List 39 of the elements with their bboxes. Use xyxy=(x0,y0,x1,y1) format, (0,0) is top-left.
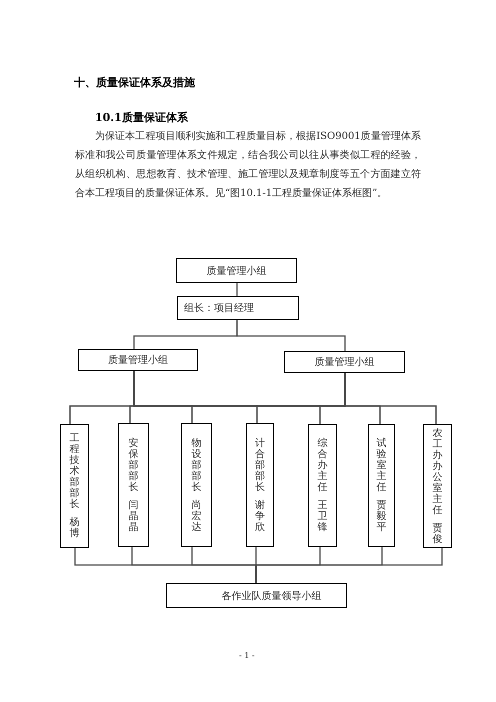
position-title: 试验室主任 xyxy=(376,438,386,493)
position-title: 计合部部长 xyxy=(255,438,265,492)
connector-line xyxy=(255,548,443,583)
position-title: 物设部部长 xyxy=(192,438,202,492)
body-paragraph: 为保证本工程项目顺利实施和工程质量目标，根据ISO9001质量管理体系标准和我公司质量管理体系文件规定，结合我公司以往从事类似工程的经验，从组织机构、思想教育、技术管理、施工管理以及规章制度等五个方面建立符合本工程项目的质量保证体系。见“图10.1-1工程质量保证体系框图”。 xyxy=(75,130,421,201)
org-box xyxy=(166,583,347,608)
person-name: 谢争欣 xyxy=(255,500,265,532)
org-box xyxy=(423,424,452,548)
person-name: 贾俊 xyxy=(432,522,442,544)
box-label: 质量管理小组 xyxy=(108,354,168,367)
box-label: 质量管理小组 xyxy=(314,356,374,369)
org-box xyxy=(246,423,274,547)
subsection-heading: 10.1质量保证体系 xyxy=(95,110,188,125)
connector-line xyxy=(344,373,437,424)
org-box xyxy=(284,351,405,373)
person-name: 尚宏达 xyxy=(192,500,202,532)
org-box xyxy=(308,424,337,547)
page-number: - 1 - xyxy=(239,651,255,660)
person-name: 王卫锋 xyxy=(318,500,328,533)
org-box xyxy=(78,349,198,371)
connector-line xyxy=(236,320,346,351)
org-box xyxy=(118,423,149,547)
org-box xyxy=(60,424,89,548)
position-title: 工程技术部部长 xyxy=(70,433,80,510)
position-title: 农工办办公室主任 xyxy=(432,428,442,516)
org-box xyxy=(181,423,212,547)
org-box xyxy=(368,424,395,547)
org-box xyxy=(177,296,299,320)
connector-line xyxy=(236,283,238,296)
section-heading: 十、质量保证体系及措施 xyxy=(74,75,195,90)
position-title: 安保部部长 xyxy=(128,438,138,492)
person-name: 贾毅平 xyxy=(376,500,386,533)
box-label: 组长：项目经理 xyxy=(184,302,254,315)
org-box xyxy=(176,258,297,283)
box-label: 质量管理小组 xyxy=(206,264,266,278)
box-label: 各作业队质量领导小组 xyxy=(222,590,322,602)
person-name: 杨博 xyxy=(70,517,80,539)
position-title: 综合办主任 xyxy=(318,438,328,493)
person-name: 闫晶晶 xyxy=(128,500,138,532)
